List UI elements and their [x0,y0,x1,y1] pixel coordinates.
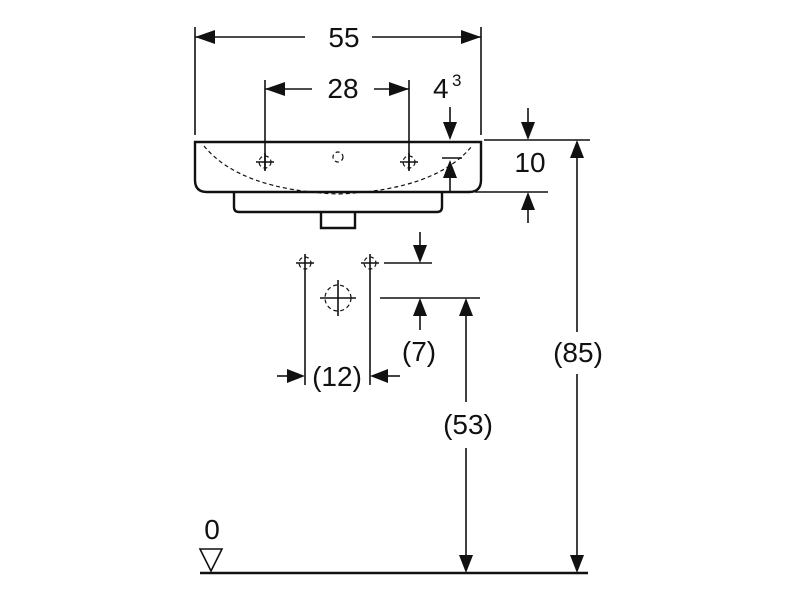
tap-arrow-right [389,82,409,96]
floor-level: 0 [198,514,588,575]
supply-spacing-dimension: (12) [277,272,400,392]
rim-floor-height-label: (85) [553,337,603,368]
supply-spacing-label: (12) [312,361,362,392]
basin-bowl-inner [203,145,473,195]
supply-arrow-right [370,369,388,383]
basin-waste-outlet [319,212,357,230]
tap-spacing-dimension: 28 [264,73,410,170]
drain-height-arrow-top [459,298,473,316]
rim-floor-arrow-bottom [570,555,584,573]
drain-point-icon [320,280,356,316]
supply-point-right-icon [361,254,379,272]
rim-height-dimension: 10 [475,108,590,223]
rim-offset-arrow-up [443,160,457,178]
offset-arrow-bottom [413,298,427,316]
tap-spacing-label: 28 [327,73,358,104]
width-arrow-right [461,30,481,44]
tap-hole-left-icon [256,153,274,171]
floor-level-marker-icon [198,548,224,573]
tap-arrow-left [265,82,285,96]
supply-offset-dimension: (7) [380,232,480,367]
overflow-hole [332,151,344,163]
basin-underside [232,192,444,214]
rim-height-label: 10 [514,147,545,178]
rim-floor-height-dimension: (85) [553,140,603,573]
supply-point-left-icon [296,254,314,272]
width-label: 55 [328,22,359,53]
drain-height-arrow-bottom [459,555,473,573]
rim-floor-arrow-top [570,140,584,158]
supply-offset-label: (7) [402,336,436,367]
rim-offset-label: 4 [433,73,449,104]
tap-hole-right-icon [400,153,418,171]
rim-offset-dimension: 4 3 [433,71,462,192]
rim-offset-base: 4 [433,73,449,104]
rim-offset-superscript: 3 [452,71,461,90]
drain-height-label: (53) [443,409,493,440]
drain-height-dimension: (53) [443,298,493,573]
rim-arrow-bottom [521,192,535,210]
width-arrow-left [195,30,215,44]
washbasin-body [193,140,483,230]
width-dimension: 55 [194,22,482,135]
floor-level-label: 0 [204,514,220,545]
offset-arrow-top [413,245,427,263]
supply-arrow-left [287,369,305,383]
basin-outline [193,140,483,194]
rim-offset-arrow-down [443,122,457,140]
rim-arrow-top [521,122,535,140]
